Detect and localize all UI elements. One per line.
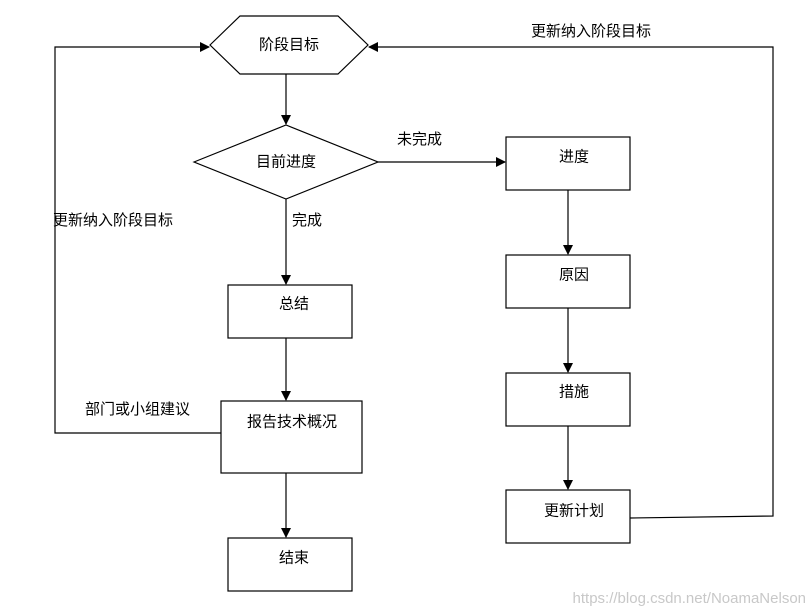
update-plan-label: 更新计划 — [544, 502, 604, 520]
watermark: https://blog.csdn.net/NoamaNelson — [573, 590, 806, 607]
progress-node — [505, 136, 631, 191]
report-node — [220, 400, 363, 474]
progress-label: 进度 — [559, 148, 589, 166]
dept-suggestion-label: 部门或小组建议 — [85, 400, 190, 418]
edge-report-loop — [54, 42, 221, 434]
update-plan-node — [505, 489, 631, 544]
summary-label: 总结 — [279, 295, 309, 313]
reason-node — [505, 254, 631, 309]
complete-label: 完成 — [292, 211, 322, 229]
incomplete-label: 未完成 — [397, 130, 442, 148]
edge-update-plan-loop — [368, 42, 774, 519]
measures-node — [505, 372, 631, 427]
measures-label: 措施 — [559, 383, 589, 401]
summary-node — [227, 284, 353, 339]
update-goal-right-label: 更新纳入阶段目标 — [531, 22, 651, 40]
report-label: 报告技术概况 — [247, 413, 337, 431]
current-progress-label: 目前进度 — [256, 153, 316, 171]
update-goal-left-label: 更新纳入阶段目标 — [53, 211, 173, 229]
end-label: 结束 — [279, 549, 309, 567]
reason-label: 原因 — [559, 266, 589, 284]
stage-goal-label: 阶段目标 — [259, 36, 319, 54]
end-node — [227, 537, 353, 592]
